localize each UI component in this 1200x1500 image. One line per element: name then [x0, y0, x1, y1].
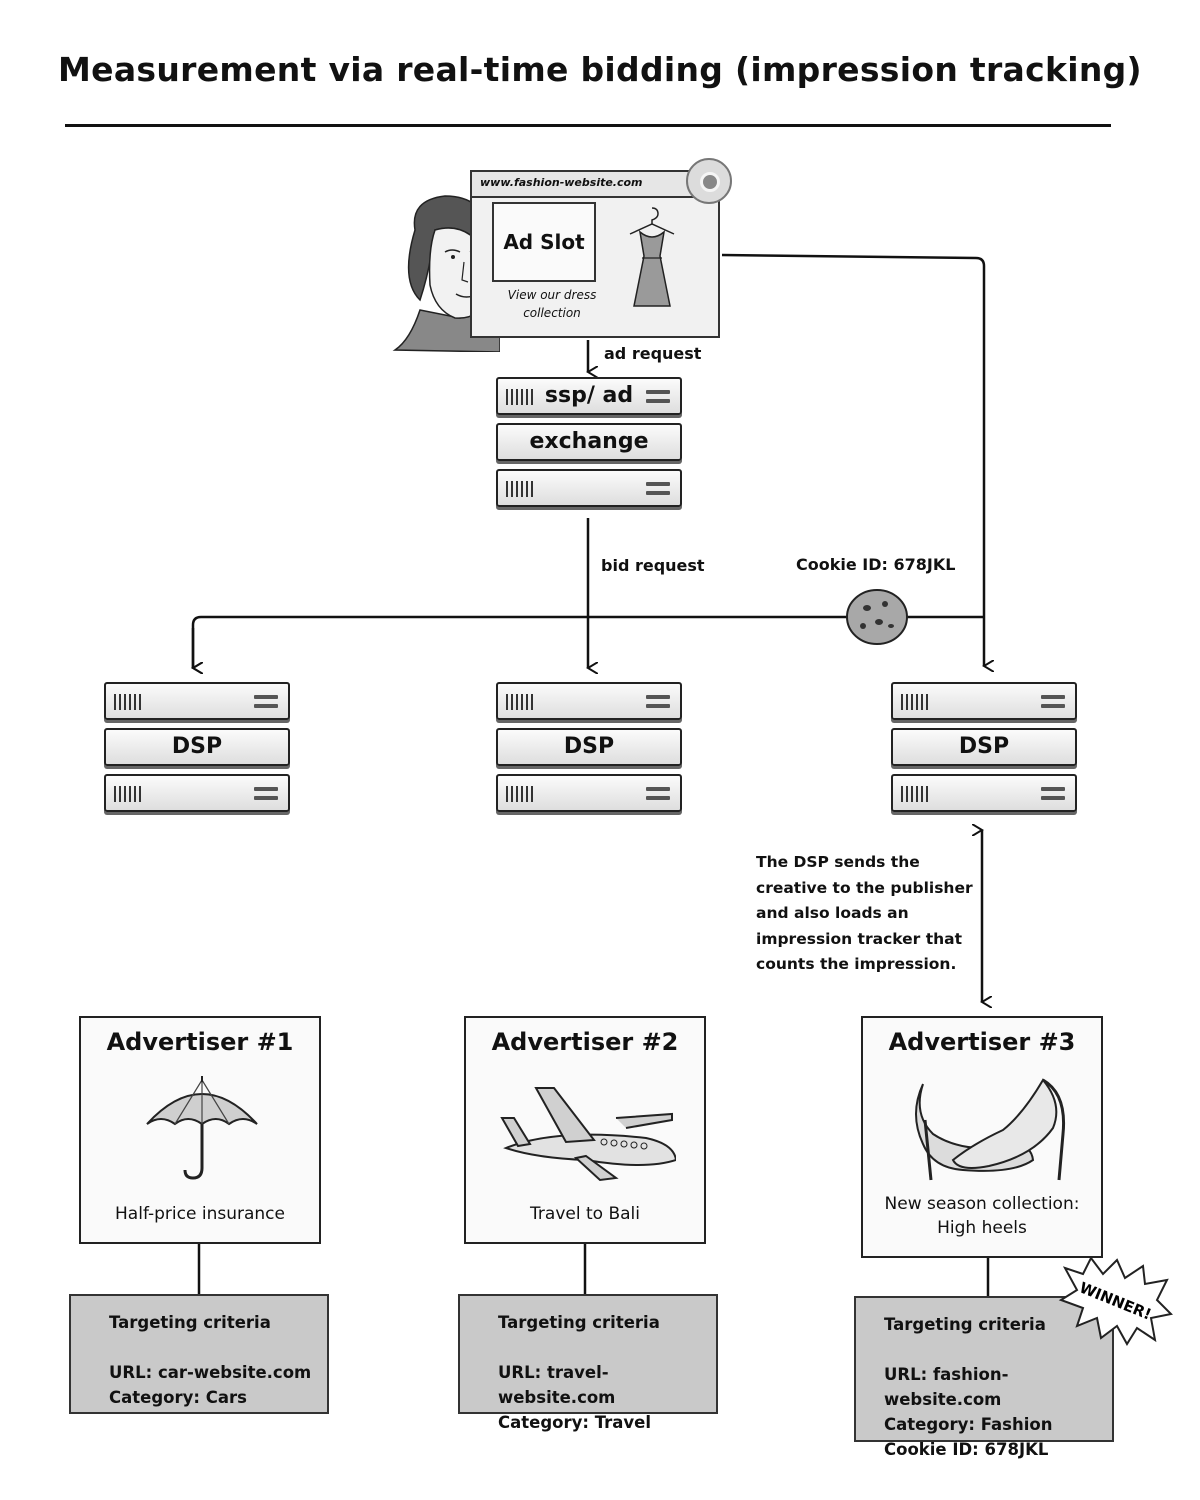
- page-caption: View our dress collection: [507, 288, 597, 320]
- ssp-label-line2: exchange: [529, 429, 649, 454]
- dsp-label: DSP: [958, 734, 1010, 759]
- criteria-heading: Targeting criteria: [884, 1315, 1046, 1334]
- title-divider: [65, 124, 1111, 127]
- vent-icon: [506, 481, 534, 497]
- vent-icon: [114, 786, 142, 802]
- dress-on-hanger-icon: [629, 207, 675, 307]
- advertiser-caption-line2: High heels: [937, 1218, 1027, 1238]
- ad-slot[interactable]: Ad Slot: [492, 202, 596, 282]
- criteria-heading: Targeting criteria: [498, 1313, 660, 1332]
- vent-icon: [114, 694, 142, 710]
- criteria-url: URL: travel-website.com: [498, 1363, 616, 1407]
- criteria-heading: Targeting criteria: [109, 1313, 271, 1332]
- cookie-icon: [846, 589, 908, 645]
- advertiser-title: Advertiser #1: [106, 1028, 294, 1056]
- advertiser-card-3: Advertiser #3 New season collection: Hig…: [861, 1016, 1103, 1258]
- targeting-criteria-3: Targeting criteria URL: fashion-website.…: [854, 1296, 1114, 1459]
- cookie-path-arrow: [721, 253, 984, 666]
- dsp-label: DSP: [563, 734, 615, 759]
- ssp-label-line1: ssp/ ad: [544, 383, 634, 408]
- criteria-url: URL: car-website.com: [109, 1363, 312, 1382]
- dsp-label: DSP: [171, 734, 223, 759]
- criteria-category: Category: Cars: [109, 1388, 247, 1407]
- ad-request-label: ad request: [604, 344, 702, 363]
- criteria-url: URL: fashion-website.com: [884, 1365, 1009, 1409]
- cookie-id-label: Cookie ID: 678JKL: [796, 555, 956, 574]
- advertiser-caption: Travel to Bali: [530, 1204, 640, 1224]
- publisher-browser-window: www.fashion-website.com Ad Slot View our…: [470, 158, 732, 338]
- browser-logo-icon: [686, 158, 732, 204]
- vent-icon: [901, 786, 929, 802]
- advertiser-caption: New season collection: High heels: [863, 1192, 1101, 1240]
- airplane-icon: [500, 1087, 676, 1182]
- vent-icon: [506, 389, 534, 405]
- bid-request-bus: [193, 615, 984, 668]
- criteria-category: Category: Travel: [498, 1413, 652, 1432]
- winner-badge: WINNER!: [1058, 1256, 1173, 1346]
- advertiser-caption: Half-price insurance: [115, 1204, 285, 1224]
- advertiser-title: Advertiser #2: [491, 1028, 679, 1056]
- umbrella-icon: [146, 1076, 258, 1180]
- bid-request-label: bid request: [601, 556, 705, 575]
- impression-tracker-note: The DSP sends the creative to the publis…: [756, 853, 973, 973]
- vent-icon: [901, 694, 929, 710]
- diagram-title: Measurement via real-time bidding (impre…: [58, 50, 1142, 89]
- criteria-cookie-id: Cookie ID: 678JKL: [884, 1440, 1049, 1459]
- advertiser-card-2: Advertiser #2 Travel to Bali: [464, 1016, 706, 1244]
- advertiser-caption-line1: New season collection:: [884, 1194, 1080, 1214]
- advertiser-card-1: Advertiser #1 Half-price insurance: [79, 1016, 321, 1244]
- vent-icon: [506, 786, 534, 802]
- vent-icon: [506, 694, 534, 710]
- advertiser-title: Advertiser #3: [888, 1028, 1076, 1056]
- targeting-criteria-1: Targeting criteria URL: car-website.com …: [69, 1294, 329, 1414]
- browser-url-bar[interactable]: www.fashion-website.com: [472, 172, 718, 198]
- targeting-criteria-2: Targeting criteria URL: travel-website.c…: [458, 1294, 718, 1432]
- criteria-category: Category: Fashion: [884, 1415, 1053, 1434]
- high-heels-icon: [915, 1078, 1066, 1181]
